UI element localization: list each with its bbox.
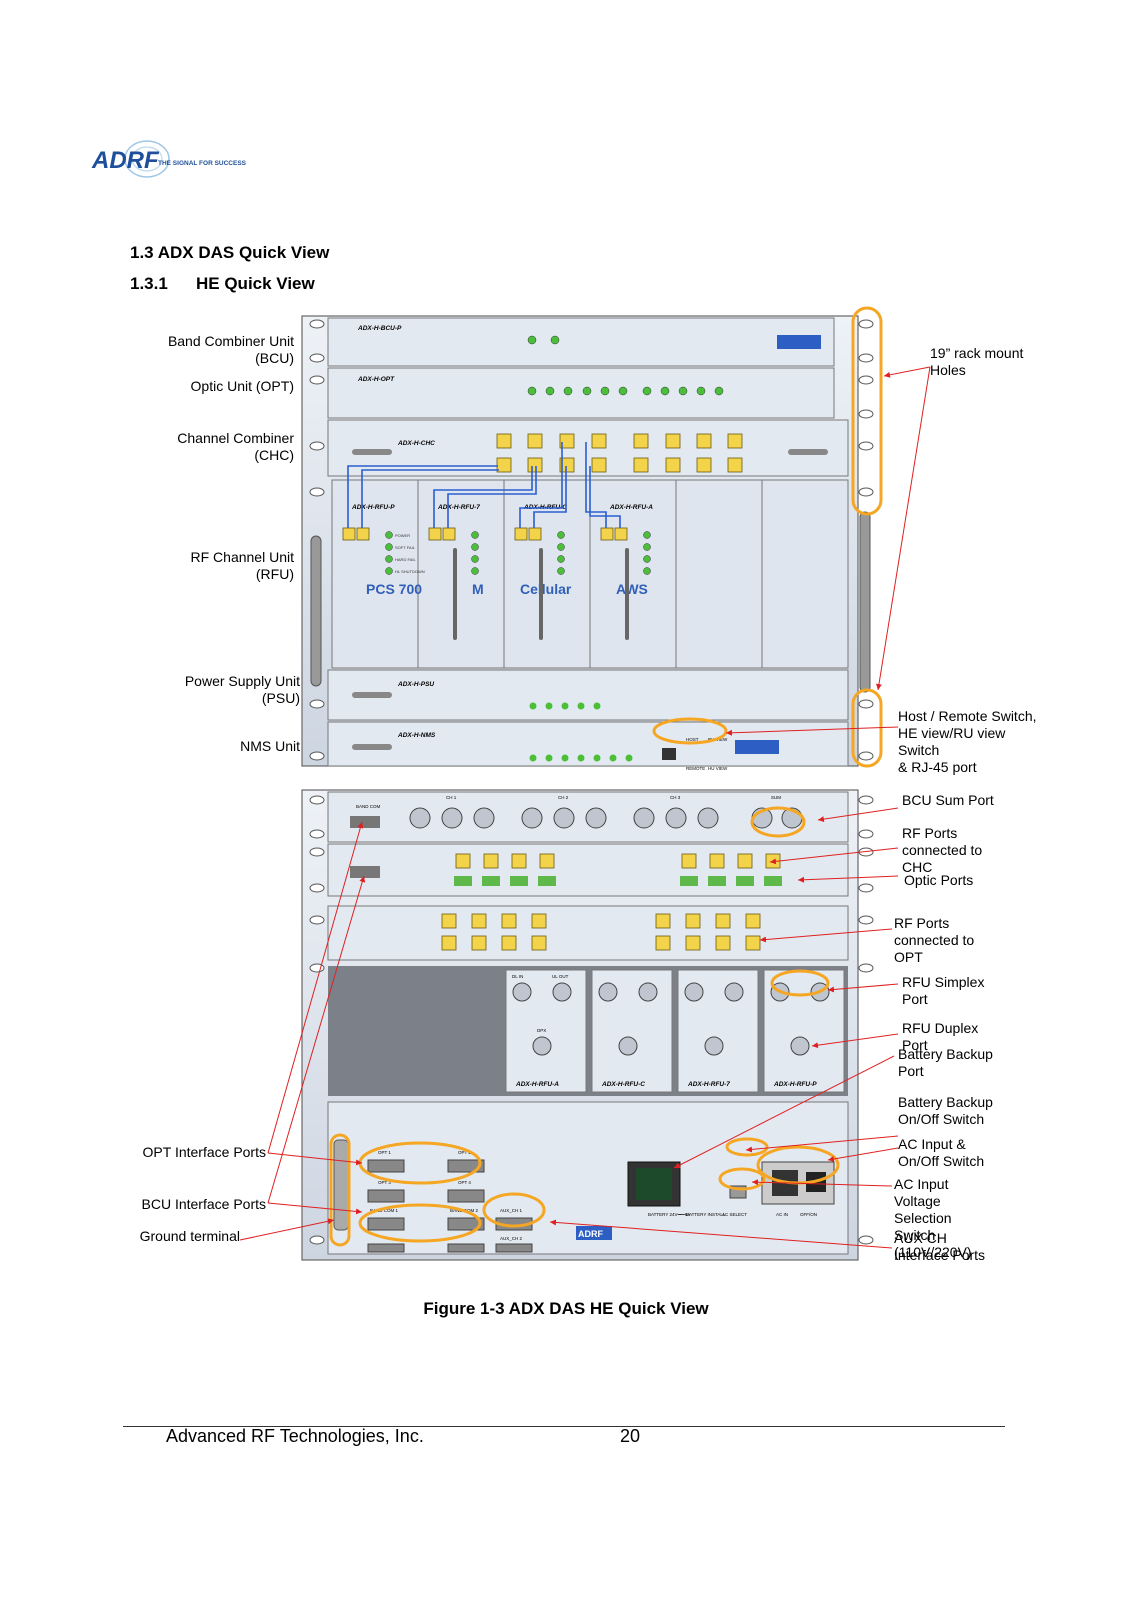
rear-sum: SUM [771, 795, 781, 800]
ac-select-label: AC SELECT [722, 1212, 747, 1217]
rear-rfu-name-a: ADX-H-RFU-A [515, 1081, 559, 1088]
label-opt-interface: OPT Interface Ports [142, 1144, 266, 1160]
nms-module-name: ADX-H-NMS [397, 732, 436, 739]
band-label-m: M [472, 581, 484, 597]
front-rack-holes [309, 319, 874, 761]
label-ac-voltage: AC Input Voltage Selection Switch (110V/… [894, 1176, 972, 1260]
subsection-title: 1.3.1 HE Quick View [130, 274, 315, 294]
label-bcu-interface: BCU Interface Ports [141, 1196, 267, 1212]
opt-module: ADX-H-OPT [327, 367, 835, 419]
band-label-pcs700: PCS 700 [366, 581, 422, 597]
opt-module-name: ADX-H-OPT [357, 376, 395, 383]
rear-rack-holes [309, 795, 874, 1245]
psu-module: ADX-H-PSU [327, 669, 849, 721]
rear-rfu-name-c: ADX-H-RFU-C [601, 1081, 645, 1088]
front-handle-left [310, 535, 322, 687]
label-rf-chc: RF Ports connected to CHC [902, 825, 983, 875]
logo-text: ADRF [91, 147, 160, 174]
subsection-title-text: HE Quick View [196, 274, 315, 293]
label-rfu: RF Channel Unit (RFU) [190, 549, 295, 582]
chc-module: ADX-H-CHC [327, 419, 849, 477]
label-bcu-sum: BCU Sum Port [902, 792, 994, 808]
rfu-p-name: ADX-H-RFU-P [351, 504, 395, 511]
label-rfu-duplex: RFU Duplex Port [902, 1020, 979, 1053]
ac-in-label: AC IN [776, 1212, 788, 1217]
adrf-logo: ADRF THE SIGNAL FOR SUCCESS [91, 135, 252, 185]
label-battery-port: Battery Backup Port [898, 1046, 993, 1079]
label-chc: Channel Combiner (CHC) [177, 430, 294, 463]
rear-dl-in: DL IN [512, 974, 523, 979]
label-rfu-simplex: RFU Simplex Port [902, 974, 985, 1007]
label-nms: NMS Unit [240, 738, 300, 754]
rear-band-com: BAND COM [356, 804, 381, 809]
rear-dpx: DPX [537, 1028, 546, 1033]
rear-aux1: AUX_CH 1 [500, 1208, 523, 1213]
rear-opt [327, 843, 849, 897]
label-opt: Optic Unit (OPT) [190, 378, 294, 394]
rfu-led-power: POWER [395, 533, 410, 538]
rear-aux2: AUX_CH 2 [500, 1236, 523, 1241]
label-psu: Power Supply Unit (PSU) [184, 673, 300, 706]
rear-rfu-name-7: ADX-H-RFU-7 [687, 1081, 730, 1088]
front-handle-right [859, 511, 871, 693]
bcu-module-name: ADX-H-BCU-P [357, 325, 402, 332]
label-rf-opt: RF Ports connected to OPT [894, 915, 975, 965]
rfu-led-soft: SOFT FAIL [395, 545, 416, 550]
figure-caption: Figure 1-3 ADX DAS HE Quick View [423, 1299, 709, 1318]
rear-opt4: OPT 4 [458, 1180, 471, 1185]
label-battery-switch: Battery Backup On/Off Switch [898, 1094, 993, 1127]
nms-hu-view: HU VIEW [708, 766, 728, 771]
rear-brand: ADRF [578, 1229, 603, 1239]
he-quick-view-diagram: ADX-H-BCU-P ADX-H-OPT ADX-H-CHC [239, 306, 931, 1261]
callout-arrows [239, 366, 931, 1249]
chc-rfu-cables [347, 442, 621, 528]
rear-opt1: OPT 1 [378, 1150, 391, 1155]
label-optic-ports: Optic Ports [904, 872, 974, 888]
rear-opt2: OPT 2 [458, 1150, 471, 1155]
rear-ul-out: UL OUT [552, 974, 569, 979]
rear-band-com1: BAND COM 1 [370, 1208, 399, 1213]
rear-rfu-name-p: ADX-H-RFU-P [773, 1081, 817, 1088]
rear-chc [327, 905, 849, 961]
rear-ch2: CH 2 [558, 795, 569, 800]
label-host-switch: Host / Remote Switch, HE view/RU view Sw… [898, 708, 1037, 775]
subsection-number: 1.3.1 [130, 274, 168, 293]
page-number: 20 [620, 1426, 641, 1446]
logo-tagline: THE SIGNAL FOR SUCCESS [158, 160, 247, 167]
battery-install-label: BATTERY INSTALL [686, 1212, 726, 1217]
nms-host: HOST [686, 737, 699, 742]
rear-opt3: OPT 3 [378, 1180, 391, 1185]
label-aux-ch: AUX CH Interface Ports [894, 1230, 986, 1263]
section-title: 1.3 ADX DAS Quick View [130, 243, 330, 262]
rfu-led-hl: HL SHUTDOWN [395, 569, 425, 574]
rfu-slots: ADX-H-RFU-P ADX-H-RFU-7 ADX-H-RFU-C ADX-… [331, 479, 849, 669]
footer-company: Advanced RF Technologies, Inc. [166, 1426, 424, 1446]
label-ground: Ground terminal [139, 1228, 240, 1244]
label-ac-input: AC Input & On/Off Switch [898, 1136, 985, 1169]
rear-ch1: CH 1 [446, 795, 457, 800]
footer-rule [123, 1426, 1005, 1427]
psu-module-name: ADX-H-PSU [397, 681, 434, 688]
label-rack-holes: 19” rack mount Holes [930, 345, 1024, 378]
label-bcu: Band Combiner Unit (BCU) [167, 333, 294, 366]
chc-module-name: ADX-H-CHC [397, 440, 435, 447]
battery-label: BATTERY 24V⎓⎓6A [648, 1212, 690, 1217]
off-on-label: OFF/ON [800, 1212, 817, 1217]
rear-ch3: CH 3 [670, 795, 681, 800]
bcu-module: ADX-H-BCU-P [327, 317, 835, 367]
rfu-7-name: ADX-H-RFU-7 [437, 504, 480, 511]
rfu-led-hard: HARD FAIL [395, 557, 416, 562]
band-label-aws: AWS [616, 581, 648, 597]
band-label-cellular: Cellular [520, 581, 572, 597]
rfu-a-name: ADX-H-RFU-A [609, 504, 653, 511]
nms-module: ADX-H-NMS HOST RU VIEW REMOTE HU VIEW [327, 721, 849, 771]
nms-remote: REMOTE [686, 766, 705, 771]
